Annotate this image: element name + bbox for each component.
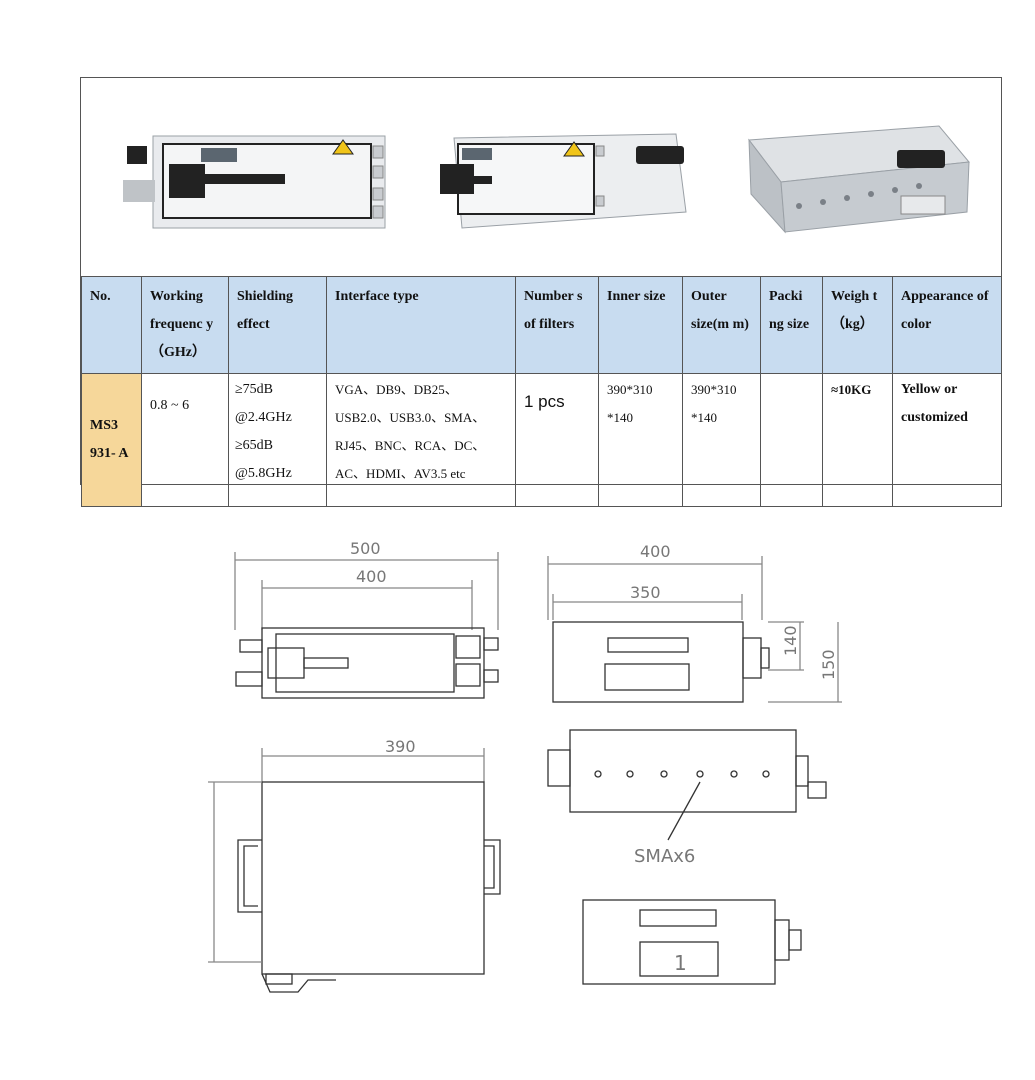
interface-line-4: AC、HDMI、AV3.5 etc (335, 466, 466, 481)
side-dim-400: 400 (640, 542, 671, 561)
spec-table: No. Working frequenc y（GHz） Shielding ef… (81, 276, 1002, 507)
interface-cell: VGA、DB9、DB25、 USB2.0、USB3.0、SMA、 RJ45、BN… (326, 373, 516, 507)
shielding-line-4: @5.8GHz (235, 466, 292, 481)
interface-line-1: VGA、DB9、DB25、 (335, 382, 458, 397)
table-row: MS3 931- A 0.8 ~ 6 ≥75dB @2.4GHz ≥65dB @… (81, 373, 1002, 507)
weight-cell: ≈10KG (822, 373, 893, 507)
side-dim-150: 150 (819, 649, 838, 680)
shielding-cell: ≥75dB @2.4GHz ≥65dB @5.8GHz (228, 373, 327, 507)
outer-size-line-1: 390*310 (691, 382, 737, 397)
interface-line-3: RJ45、BNC、RCA、DC、 (335, 438, 486, 453)
front-dim-400: 400 (356, 567, 387, 586)
model-cell: MS3 931- A (81, 373, 142, 507)
back-view-drawing: SMAx6 (547, 729, 827, 867)
header-interface: Interface type (326, 276, 516, 374)
product-photo-rear (741, 120, 981, 240)
header-inner-size: Inner size (598, 276, 683, 374)
smax6-label: SMAx6 (634, 846, 695, 867)
header-packing-size: Packi ng size (760, 276, 823, 374)
header-color: Appearance of color (892, 276, 1002, 374)
frequency-value: 0.8 ~ 6 (150, 398, 190, 413)
spec-sheet: No. Working frequenc y（GHz） Shielding ef… (80, 77, 1002, 507)
header-filters: Number s of filters (515, 276, 599, 374)
interface-line-2: USB2.0、USB3.0、SMA、 (335, 410, 486, 425)
inner-size-line-1: 390*310 (607, 382, 653, 397)
outer-size-line-2: *140 (691, 410, 717, 425)
product-photos (81, 78, 1001, 276)
bottom-view-drawing: 1 (582, 899, 802, 985)
inner-size-cell: 390*310 *140 (598, 373, 683, 507)
color-line-2: customized (901, 410, 968, 425)
header-no: No. (81, 276, 142, 374)
product-photo-front (121, 126, 391, 236)
header-outer-size: Outer size(m m) (682, 276, 761, 374)
bottom-label-1: 1 (674, 951, 687, 975)
side-view-drawing: 400 350 140 150 (547, 542, 842, 703)
packing-size-cell (760, 373, 823, 507)
product-photo-angled (436, 126, 696, 236)
front-view-drawing: 500 400 (234, 539, 499, 699)
technical-drawings: 500 400 400 350 (0, 520, 1035, 1000)
filters-value: 1 pcs (524, 392, 565, 411)
header-shielding: Shielding effect (228, 276, 327, 374)
top-view-drawing: 390 (208, 737, 501, 993)
side-dim-140: 140 (781, 625, 800, 656)
frequency-cell: 0.8 ~ 6 (141, 373, 229, 507)
top-dim-390: 390 (385, 737, 416, 756)
table-header-row: No. Working frequenc y（GHz） Shielding ef… (81, 276, 1002, 374)
header-weight: Weigh t（kg） (822, 276, 893, 374)
shielding-line-2: @2.4GHz (235, 410, 292, 425)
outer-size-cell: 390*310 *140 (682, 373, 761, 507)
side-dim-350: 350 (630, 583, 661, 602)
color-line-1: Yellow or (901, 382, 958, 397)
inner-size-line-2: *140 (607, 410, 633, 425)
shielding-line-1: ≥75dB (235, 382, 274, 397)
filters-cell: 1 pcs (515, 373, 599, 507)
color-cell: Yellow or customized (892, 373, 1002, 507)
shielding-line-3: ≥65dB (235, 438, 274, 453)
front-dim-500: 500 (350, 539, 381, 558)
header-frequency: Working frequenc y（GHz） (141, 276, 229, 374)
